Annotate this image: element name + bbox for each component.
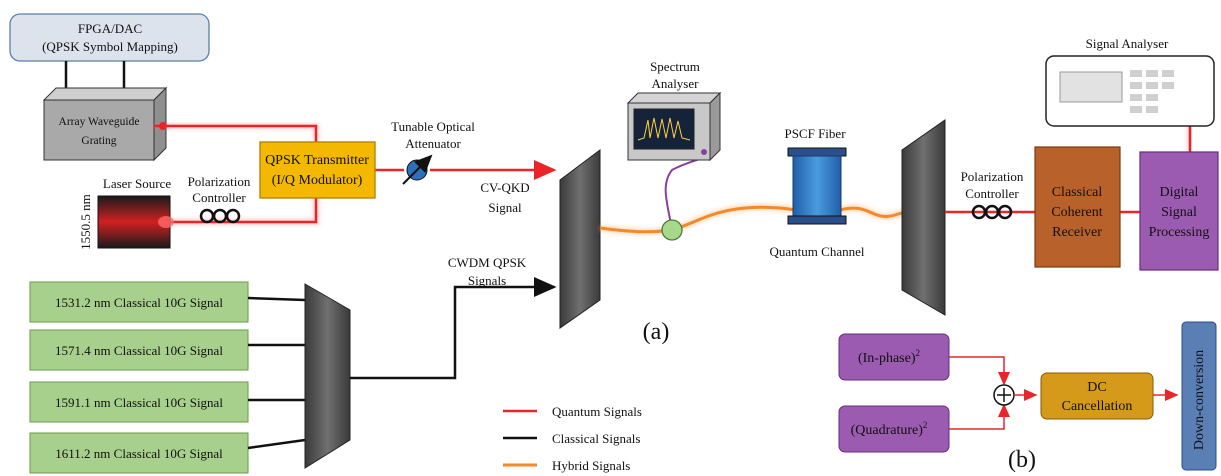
classical-line-to-mux: [350, 277, 557, 380]
fpga-label-line2: (QPSK Symbol Mapping): [42, 39, 178, 54]
classical-signal-1571: 1571.4 nm Classical 10G Signal: [29, 329, 249, 371]
dsp-line2: Signal: [1161, 205, 1197, 220]
cvqkd-label-line1: CV-QKD: [480, 180, 529, 195]
polarization-controller-right: Polarization Controller: [961, 169, 1024, 220]
laser-source: Laser Source 1550.5 nm: [78, 176, 174, 250]
digital-signal-processing: Digital Signal Processing: [1139, 151, 1219, 271]
pc-left-loops-icon: [199, 208, 241, 224]
cvqkd-label-line2: Signal: [488, 200, 522, 215]
in-phase-label: (In-phase)2: [858, 348, 920, 366]
pc-right-line2: Controller: [965, 186, 1019, 201]
pscf-fiber-spool: PSCF Fiber Quantum Channel: [770, 126, 865, 259]
dsp-line1: Digital: [1160, 185, 1199, 200]
dc-label-line2: Cancellation: [1062, 399, 1133, 414]
signal-analyser-label: Signal Analyser: [1086, 36, 1169, 51]
pc-right-loops-icon: [971, 204, 1013, 220]
dc-label-line1: DC: [1087, 380, 1106, 395]
cwdm-label-line1: CWDM QPSK: [448, 255, 527, 270]
pc-left-line2: Controller: [192, 190, 246, 205]
panel-a-label: (a): [643, 319, 670, 345]
inset-b: (In-phase)2 (Quadrature)2 DC Cancellatio…: [838, 321, 1217, 471]
legend-classical-label: Classical Signals: [552, 431, 640, 446]
pc-left-line1: Polarization: [188, 174, 251, 189]
classical-signal-label: 1611.2 nm Classical 10G Signal: [55, 446, 223, 461]
qpsk-label-line1: QPSK Transmitter: [265, 153, 369, 168]
spectrum-label-line1: Spectrum: [650, 59, 700, 74]
panel-b-label: (b): [1008, 447, 1036, 473]
main-multiplexer: [559, 149, 601, 329]
tunable-optical-attenuator: Tunable Optical Attenuator: [391, 119, 475, 185]
legend-quantum-label: Quantum Signals: [552, 404, 642, 419]
pscf-label: PSCF Fiber: [784, 126, 846, 141]
awg-label-line1: Array Waveguide: [59, 116, 140, 128]
toa-label-line1: Tunable Optical: [391, 119, 475, 134]
polarization-controller-left: Polarization Controller: [188, 174, 251, 224]
spectrum-label-line2: Analyser: [652, 76, 700, 91]
legend-hybrid-label: Hybrid Signals: [552, 458, 630, 473]
demultiplexer-right: [901, 119, 946, 316]
awg-label-line2: Grating: [81, 135, 116, 147]
legend: Quantum Signals Classical Signals Hybrid…: [503, 404, 642, 473]
classical-signal-boxes: 1531.2 nm Classical 10G Signal 1571.4 nm…: [29, 281, 249, 474]
pc-right-line1: Polarization: [961, 169, 1024, 184]
classical-signal-label: 1531.2 nm Classical 10G Signal: [55, 295, 223, 310]
qpsk-transmitter: QPSK Transmitter (I/Q Modulator): [259, 141, 376, 199]
classical-signal-label: 1571.4 nm Classical 10G Signal: [55, 343, 223, 358]
classical-signal-label: 1591.1 nm Classical 10G Signal: [55, 395, 223, 410]
qpsk-label-line2: (I/Q Modulator): [272, 173, 363, 188]
summation-icon: [993, 384, 1015, 406]
laser-wavelength: 1550.5 nm: [78, 194, 93, 250]
fpga-label-line1: FPGA/DAC: [78, 21, 142, 36]
fpga-dac-box: FPGA/DAC (QPSK Symbol Mapping): [9, 13, 210, 62]
classical-signal-1591: 1591.1 nm Classical 10G Signal: [29, 381, 249, 423]
cwdm-label-line2: Signals: [468, 273, 506, 288]
optical-coupler: [661, 219, 683, 241]
laser-label: Laser Source: [103, 176, 171, 191]
cwdm-multiplexer: [304, 283, 351, 469]
signal-analyser: Signal Analyser: [1045, 36, 1215, 127]
receiver-line2: Coherent: [1051, 205, 1102, 220]
spectrum-analyser: Spectrum Analyser: [626, 59, 722, 162]
classical-coherent-receiver: Classical Coherent Receiver: [1034, 146, 1121, 268]
toa-label-line2: Attenuator: [405, 136, 461, 151]
hybrid-fiber: [599, 204, 906, 235]
pscf-channel-label: Quantum Channel: [770, 244, 865, 259]
down-conversion-label: Down-conversion: [1192, 350, 1207, 450]
classical-signal-1531: 1531.2 nm Classical 10G Signal: [29, 281, 249, 323]
receiver-line3: Receiver: [1052, 225, 1102, 240]
receiver-line1: Classical: [1052, 185, 1103, 200]
quadrature-label: (Quadrature)2: [851, 420, 928, 438]
dsp-line3: Processing: [1149, 225, 1210, 240]
classical-lines-left: [247, 296, 306, 450]
classical-signal-1611: 1611.2 nm Classical 10G Signal: [29, 432, 249, 474]
array-waveguide-grating: Array Waveguide Grating: [42, 86, 168, 162]
